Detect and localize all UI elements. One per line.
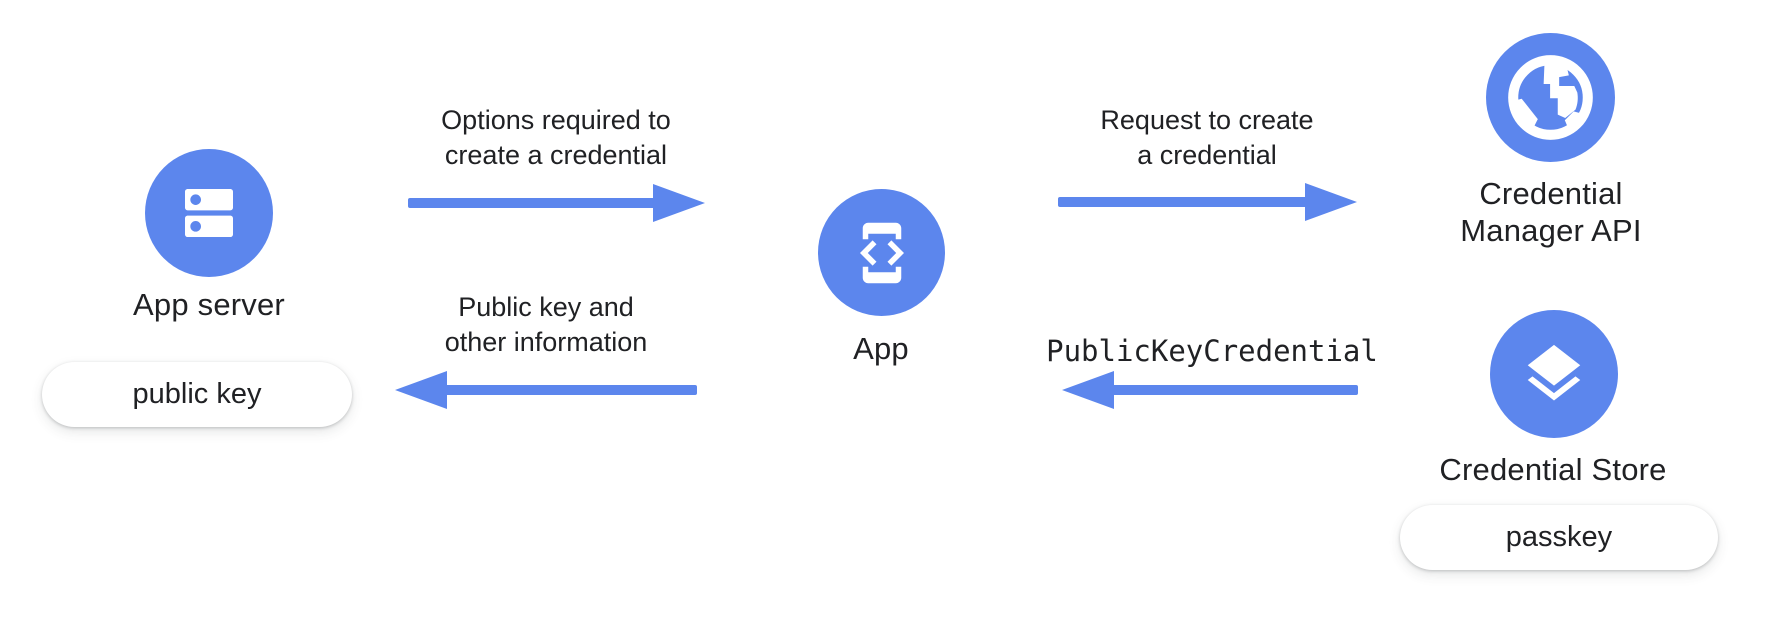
arrow-left-publickeycredential	[1062, 371, 1358, 409]
passkey-badge: passkey	[1400, 505, 1718, 570]
flow-public-key-info-label: Public key and other information	[444, 292, 648, 357]
arrow-right-request	[1058, 183, 1357, 221]
credential-store-node	[1490, 310, 1618, 438]
app-label: App	[853, 331, 909, 366]
app-node	[818, 189, 945, 316]
credential-manager-api-node	[1486, 33, 1615, 162]
phone-code-icon	[859, 222, 904, 283]
arrow-head-left-icon	[395, 371, 447, 409]
app-server-label: App server	[133, 287, 285, 322]
arrow-shaft	[1058, 197, 1313, 207]
arrow-shaft	[1106, 385, 1358, 395]
arrow-head-right-icon	[653, 184, 705, 222]
arrow-head-right-icon	[1305, 183, 1357, 221]
passkey-badge-text: passkey	[1505, 521, 1613, 553]
app-server-node	[145, 149, 273, 277]
flow-request-label: Request to create a credential	[1100, 105, 1314, 170]
public-key-badge: public key	[42, 362, 352, 427]
credential-manager-api-label: Credential Manager API	[1460, 176, 1642, 248]
flow-options-label: Options required to create a credential	[441, 105, 671, 170]
arrow-head-left-icon	[1062, 371, 1114, 409]
arrow-shaft	[439, 385, 697, 395]
public-key-badge-text: public key	[132, 378, 262, 410]
arrow-left-public-key-info	[395, 371, 697, 409]
credential-store-label: Credential Store	[1439, 452, 1667, 487]
server-dns-icon	[185, 189, 233, 237]
arrow-shaft	[408, 198, 661, 208]
arrow-right-options	[408, 184, 705, 222]
flow-publickeycredential-label: PublicKeyCredential	[1046, 334, 1378, 368]
globe-icon	[1508, 55, 1593, 140]
layers-icon	[1527, 344, 1581, 401]
